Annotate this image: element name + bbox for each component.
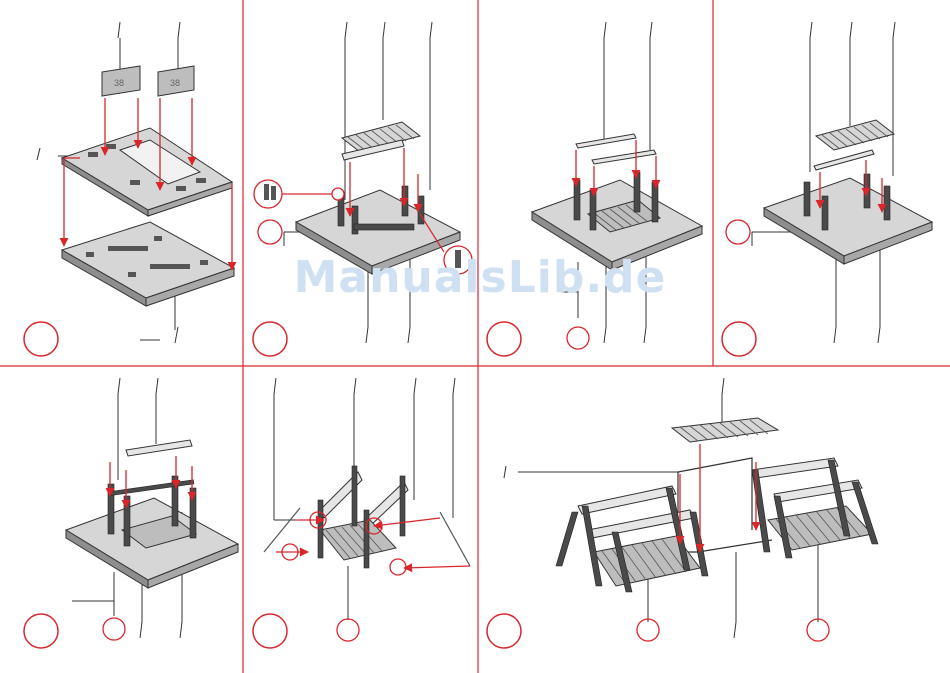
step-number-circle [253,322,287,356]
right-bridge [752,458,878,558]
step-number-circle [487,614,521,648]
reference-circle [726,220,750,244]
deck-slats-part [342,122,420,160]
left-bridge [556,486,708,592]
step-number-circle [24,322,58,356]
step-number-circle [253,614,287,648]
block-label-right: 38 [170,78,180,88]
reference-circle [637,619,659,641]
reference-circle [258,220,282,244]
top-rail [126,440,192,456]
panel-4-deck-placement [722,22,932,356]
panel-6-ramp-attachment [253,378,470,648]
upper-frame-plate [62,128,232,216]
base-plate [764,178,932,264]
block-38-right: 38 [158,66,194,96]
step-number-circle [24,614,58,648]
panel-3-railing-insertion [487,22,702,356]
base-plate [296,190,460,274]
connector-deck-part [672,418,778,442]
step-number-circle [487,322,521,356]
reference-circle [567,327,589,349]
step-number-circle [722,322,756,356]
reference-circle [807,619,829,641]
block-label-left: 38 [114,78,124,88]
reference-circle [103,618,125,640]
panel-7-two-bridge-connection [487,378,878,648]
detail-marker [390,559,406,575]
block-38-left: 38 [102,66,140,96]
detail-marker [332,188,344,200]
panel-2-bridge-deck-on-base [253,22,472,356]
reference-circle [337,619,359,641]
railing-bars [576,134,656,164]
panel-5-top-rail-placement [24,378,238,648]
panel-1-base-plate-assembly: 38 38 [24,22,234,356]
lower-base-plate [62,222,234,306]
deck-slats-part [814,120,894,170]
